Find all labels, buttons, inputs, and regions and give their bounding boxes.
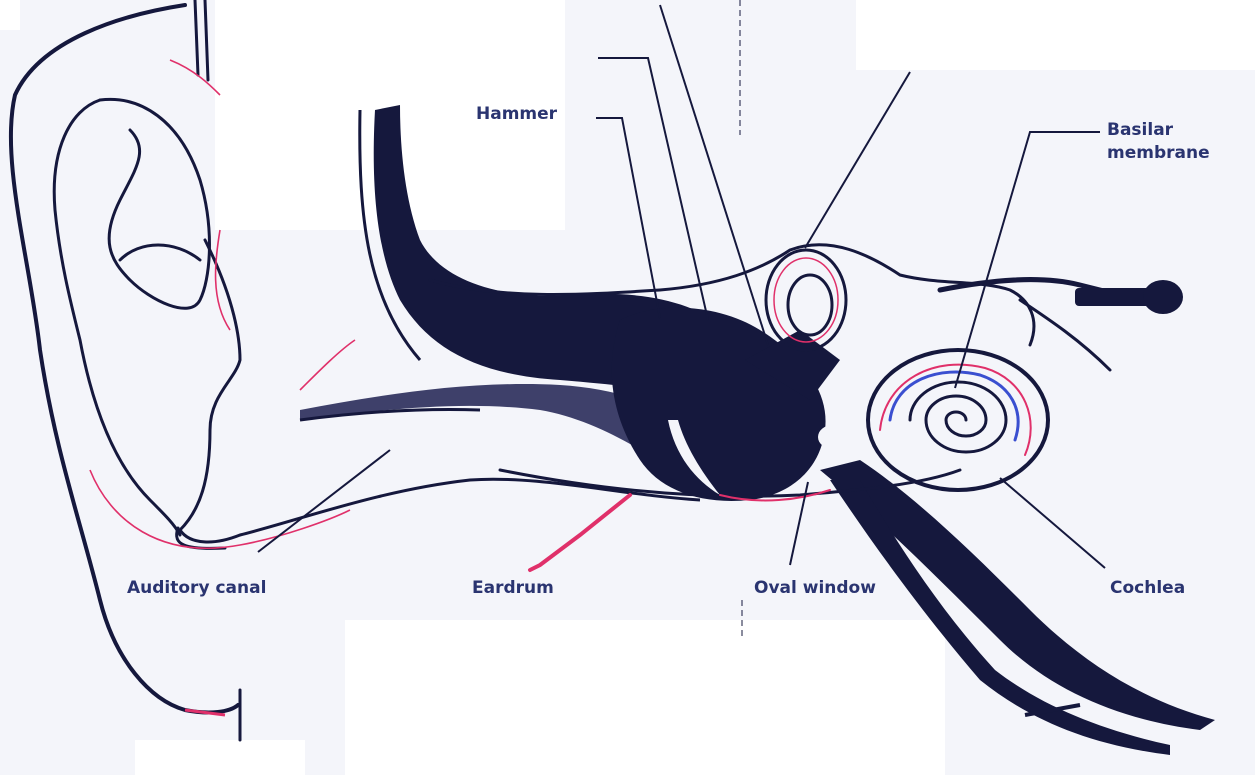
label-basilar-line1: Basilar [1107,120,1173,140]
outer-ear [11,0,240,740]
leader-auditory-canal [258,450,390,552]
label-eardrum: Eardrum [472,578,554,598]
leader-top-left-2 [660,5,768,345]
label-basilar-line2: membrane [1107,143,1210,163]
leader-hammer [596,118,660,318]
label-auditory-canal: Auditory canal [127,578,266,598]
label-cochlea: Cochlea [1110,578,1185,598]
label-oval-window: Oval window [754,578,876,598]
eardrum-accents [530,490,830,570]
label-hammer: Hammer [476,104,557,124]
semicircular-canals [766,250,846,350]
cochlea-drawing [868,280,1140,490]
leader-top-right [805,72,910,248]
leader-cochlea [1000,478,1105,568]
